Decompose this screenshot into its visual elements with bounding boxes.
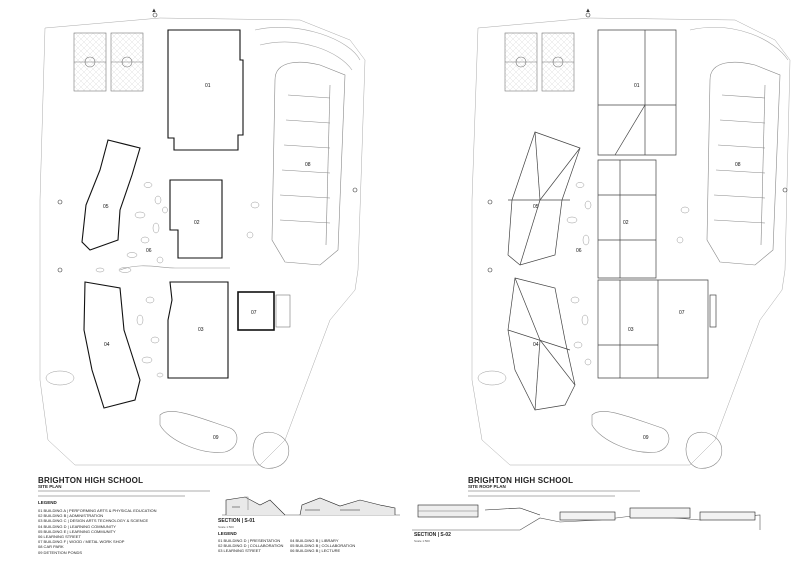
access-road (254, 27, 361, 61)
label-07: 07 (251, 310, 257, 316)
section-s01-scale: Scale 1:500 (218, 525, 234, 529)
legend-item: 04 BUILDING D | LEARNING COMMUNITY (38, 523, 116, 529)
legend-item: 01 BUILDING A | PERFORMING ARTS & PHYSIC… (38, 508, 157, 513)
roof-label-03: 03 (628, 327, 634, 333)
legend-title: LEGEND (38, 500, 57, 505)
building-04 (83, 281, 141, 409)
legend-item: 05 BUILDING E | LEARNING COMMUNITY (38, 528, 116, 534)
legend-item: 08 CAR PARK (38, 544, 64, 550)
label-02: 02 (194, 220, 200, 226)
roof-detention-pond-2 (685, 432, 723, 469)
site-plan-title: SITE PLAN (38, 484, 62, 489)
label-03: 03 (198, 327, 204, 333)
roof-detention-pond (591, 411, 670, 453)
roof-label-05: 05 (533, 204, 539, 210)
roof-05 (507, 131, 581, 266)
section-legend-col2: 04 BUILDING B | LIBRARY 05 BUILDING B | … (290, 538, 355, 554)
roof-label-04: 04 (533, 342, 539, 348)
school-title: BRIGHTON HIGH SCHOOL (38, 476, 144, 485)
section-legend-item: 06 BUILDING B | LECTURE (290, 548, 341, 554)
section-s01-title: SECTION | S-01 (218, 518, 255, 524)
learning-street (119, 265, 230, 271)
building-03 (167, 281, 229, 379)
section-legend-col1: 01 BUILDING D | PRESENTATION 02 BUILDING… (218, 538, 283, 554)
section-legend-item: 03 LEARNING STREET (218, 548, 261, 554)
site-roof-plan-title: SITE ROOF PLAN (468, 484, 506, 489)
roof-label-01: 01 (634, 83, 640, 89)
legend-item: 07 BUILDING F | WOOD / METAL WORK SHOP (38, 539, 125, 545)
site-roof-plan (471, 12, 791, 469)
section-legend-item: 04 BUILDING B | LIBRARY (290, 538, 339, 543)
building-05 (81, 139, 141, 251)
legend-item: 03 BUILDING C | DESIGN ARTS TECHNOLOGY &… (38, 518, 149, 524)
label-08: 08 (305, 162, 311, 168)
detention-pond-2 (252, 432, 290, 469)
detention-pond (159, 411, 238, 453)
car-park (271, 61, 346, 266)
roof-sports-courts (504, 32, 575, 92)
section-legend-item: 01 BUILDING D | PRESENTATION (218, 538, 281, 543)
legend-item: 02 BUILDING B | ADMINISTRATION (38, 513, 104, 519)
label-05: 05 (103, 204, 109, 210)
section-legend-item: 02 BUILDING D | COLLABORATION (218, 543, 284, 549)
roof-03-07 (597, 279, 717, 379)
north-arrow-icon: ▲ (151, 8, 157, 14)
roof-label-08: 08 (735, 162, 741, 168)
site-legend: 01 BUILDING A | PERFORMING ARTS & PHYSIC… (38, 508, 157, 555)
roof-02 (597, 159, 657, 279)
roof-01 (597, 29, 677, 156)
building-02 (169, 179, 223, 259)
label-06: 06 (146, 248, 152, 254)
section-s02 (412, 504, 761, 531)
roof-car-park (706, 61, 781, 266)
roof-access-road (689, 27, 789, 61)
section-legend-item: 05 BUILDING B | COLLABORATION (290, 543, 356, 549)
roof-plan-labels: 01 02 03 04 05 06 07 08 09 (533, 83, 741, 441)
access-road-inner (259, 41, 353, 71)
section-s02-scale: Scale 1:500 (414, 539, 430, 543)
site-plan-labels: 01 02 03 04 05 06 07 08 09 (103, 83, 311, 441)
roof-label-02: 02 (623, 220, 629, 226)
roof-label-07: 07 (679, 310, 685, 316)
label-04: 04 (104, 342, 110, 348)
building-01 (167, 29, 244, 151)
roof-04 (507, 277, 576, 411)
section-s01 (222, 496, 400, 516)
landscape-islands (45, 182, 260, 386)
north-arrow-icon: ▲ (585, 8, 591, 14)
roof-school-title: BRIGHTON HIGH SCHOOL (468, 476, 574, 485)
label-09: 09 (213, 435, 219, 441)
site-boundary (39, 17, 366, 466)
site-plan (39, 12, 366, 469)
roof-label-09: 09 (643, 435, 649, 441)
section-s02-title: SECTION | S-02 (414, 532, 451, 538)
building-07 (237, 291, 275, 331)
roof-label-06: 06 (576, 248, 582, 254)
roof-landscape-islands (477, 182, 690, 386)
section-legend-title: LEGEND (218, 531, 237, 536)
roof-site-boundary (471, 17, 791, 466)
legend-item: 06 LEARNING STREET (38, 534, 81, 540)
sports-courts (73, 32, 144, 92)
label-01: 01 (205, 83, 211, 89)
legend-item: 09 DETENTION PONDS (38, 549, 83, 555)
